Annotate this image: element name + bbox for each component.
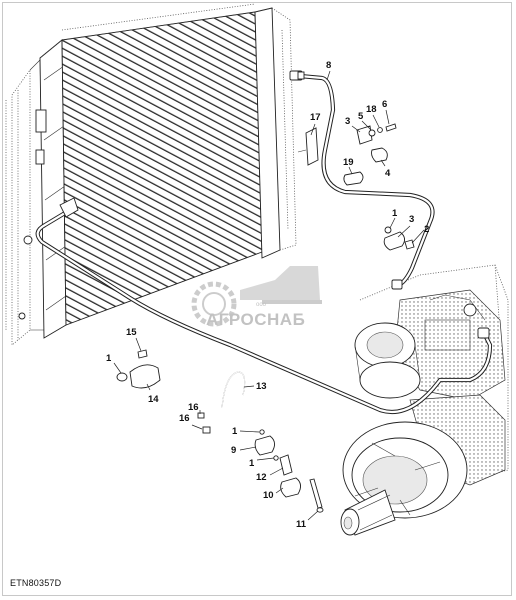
radiator — [5, 3, 297, 346]
callout-16-lower: 16 — [179, 413, 190, 424]
lower-hose-assembly — [35, 197, 493, 415]
callout-1-lower: 1 — [232, 426, 238, 437]
callout-labels: 8 17 3 5 18 6 19 4 1 3 2 15 1 — [106, 60, 429, 530]
upper-hose-assembly — [289, 70, 435, 290]
callout-1-mid: 1 — [392, 208, 398, 219]
clamp-group-upper — [356, 123, 397, 163]
callout-1-bottom: 1 — [249, 458, 255, 469]
radiator-core — [61, 11, 263, 326]
callout-9: 9 — [231, 445, 236, 456]
callout-2: 2 — [424, 224, 429, 235]
callout-13: 13 — [256, 381, 267, 392]
callout-5: 5 — [358, 111, 364, 122]
callout-16-upper: 16 — [188, 402, 199, 413]
watermark-brand: АГРОСНАБ — [206, 310, 305, 329]
callout-3-mid: 3 — [409, 214, 414, 225]
bracket-17 — [305, 127, 319, 166]
watermark-prefix: ооо — [256, 302, 267, 308]
callout-3-upper: 3 — [345, 116, 350, 127]
callout-12: 12 — [256, 472, 267, 483]
callout-11: 11 — [296, 519, 307, 530]
callout-17: 17 — [310, 112, 321, 123]
callout-18: 18 — [366, 104, 377, 115]
callout-19: 19 — [343, 157, 354, 168]
hose-fitting-bottom — [391, 279, 403, 290]
callout-4: 4 — [385, 168, 391, 179]
clamp-group-lower — [254, 429, 324, 513]
callout-14: 14 — [148, 394, 159, 405]
clamp-group-left — [116, 349, 161, 389]
watermark-logo: ооо АГРОСНАБ — [191, 266, 322, 329]
callout-6: 6 — [382, 99, 387, 110]
clamp-group-mid — [383, 226, 415, 251]
clamp-19 — [343, 171, 364, 186]
callout-8: 8 — [326, 60, 331, 71]
hose-13 — [221, 371, 246, 409]
fitting-16b — [202, 426, 211, 434]
hose-fitting-left — [59, 197, 79, 218]
hose-fitting-right — [477, 327, 490, 339]
callout-10: 10 — [263, 490, 274, 501]
callout-15: 15 — [126, 327, 137, 338]
fitting-16a — [197, 412, 205, 419]
transmission-housing — [340, 264, 509, 536]
figure-code: ETN80357D — [10, 578, 62, 588]
callout-1-left: 1 — [106, 353, 112, 364]
